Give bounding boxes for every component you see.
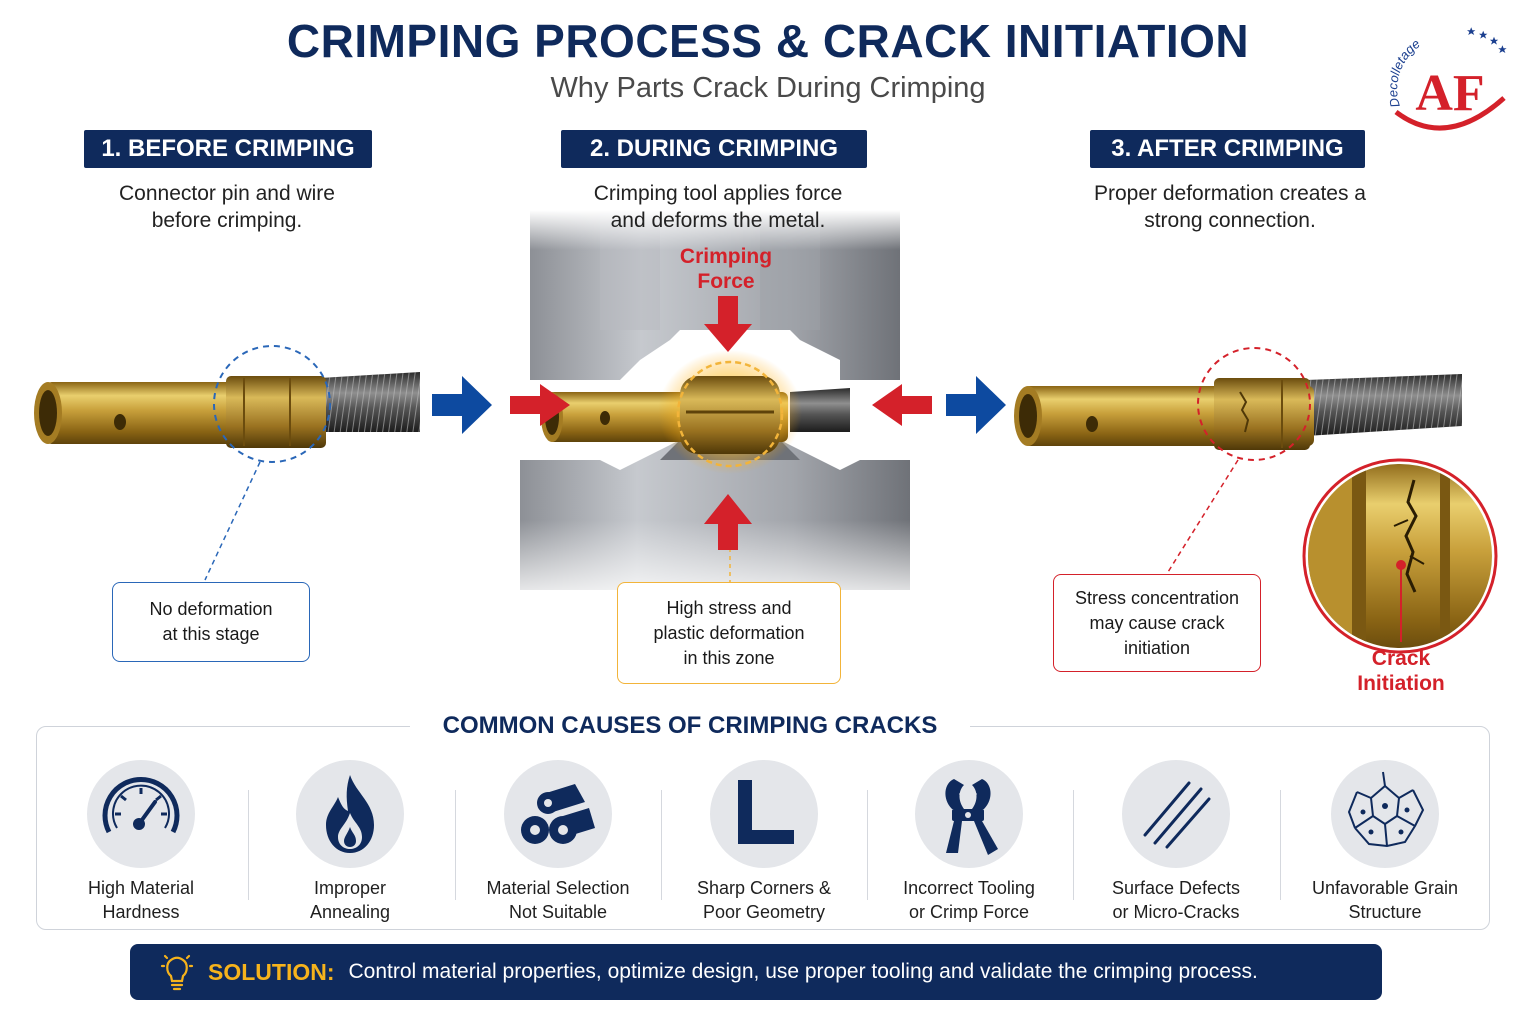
pin-after [1014, 347, 1462, 573]
scratch-lines-icon [1143, 781, 1211, 849]
before-highlight-circle [213, 345, 331, 463]
solution-text: Control material properties, optimize de… [348, 960, 1258, 983]
logo-letters: AF [1415, 65, 1484, 122]
gauge-icon [102, 777, 180, 834]
corner-icon [738, 780, 794, 844]
force-arrow-right [872, 384, 932, 426]
cause-divider [1280, 790, 1281, 900]
page-subtitle: Why Parts Crack During Crimping [550, 72, 986, 104]
flow-arrow-1 [432, 376, 492, 434]
stage-before-title: 1. BEFORE CRIMPING [84, 130, 372, 168]
cause-divider [661, 790, 662, 900]
cause-divider [867, 790, 868, 900]
pin-during [541, 350, 850, 582]
after-highlight-circle [1197, 347, 1311, 461]
force-arrows [510, 296, 932, 550]
crimping-illustration [34, 210, 1498, 654]
crack-zoom [1302, 458, 1498, 654]
stage-after-title: 3. AFTER CRIMPING [1090, 130, 1365, 168]
crimp-tool-icon [945, 779, 998, 855]
causes-title: COMMON CAUSES OF CRIMPING CRACKS [410, 712, 970, 740]
company-logo: Decolletage AF [1386, 27, 1507, 131]
stage-during-title: 2. DURING CRIMPING [561, 130, 867, 168]
grain-structure-icon [1347, 771, 1425, 848]
lightbulb-icon [160, 954, 194, 991]
pin-before [34, 345, 420, 581]
solution-key: SOLUTION: [208, 958, 335, 985]
cause-divider [248, 790, 249, 900]
flame-icon [326, 775, 374, 853]
material-stack-icon [521, 784, 595, 844]
cause-divider [1073, 790, 1074, 900]
cause-divider [455, 790, 456, 900]
during-highlight-circle [676, 360, 784, 468]
page-title: CRIMPING PROCESS & CRACK INITIATION [286, 15, 1250, 67]
force-arrow-top [704, 296, 752, 352]
flow-arrow-2 [946, 376, 1006, 434]
force-arrow-bottom [704, 494, 752, 550]
solution-banner: SOLUTION: Control material properties, o… [130, 944, 1382, 1000]
force-arrow-left [510, 384, 570, 426]
cause-item-geometry: Sharp Corners &Poor Geometry [661, 760, 867, 924]
